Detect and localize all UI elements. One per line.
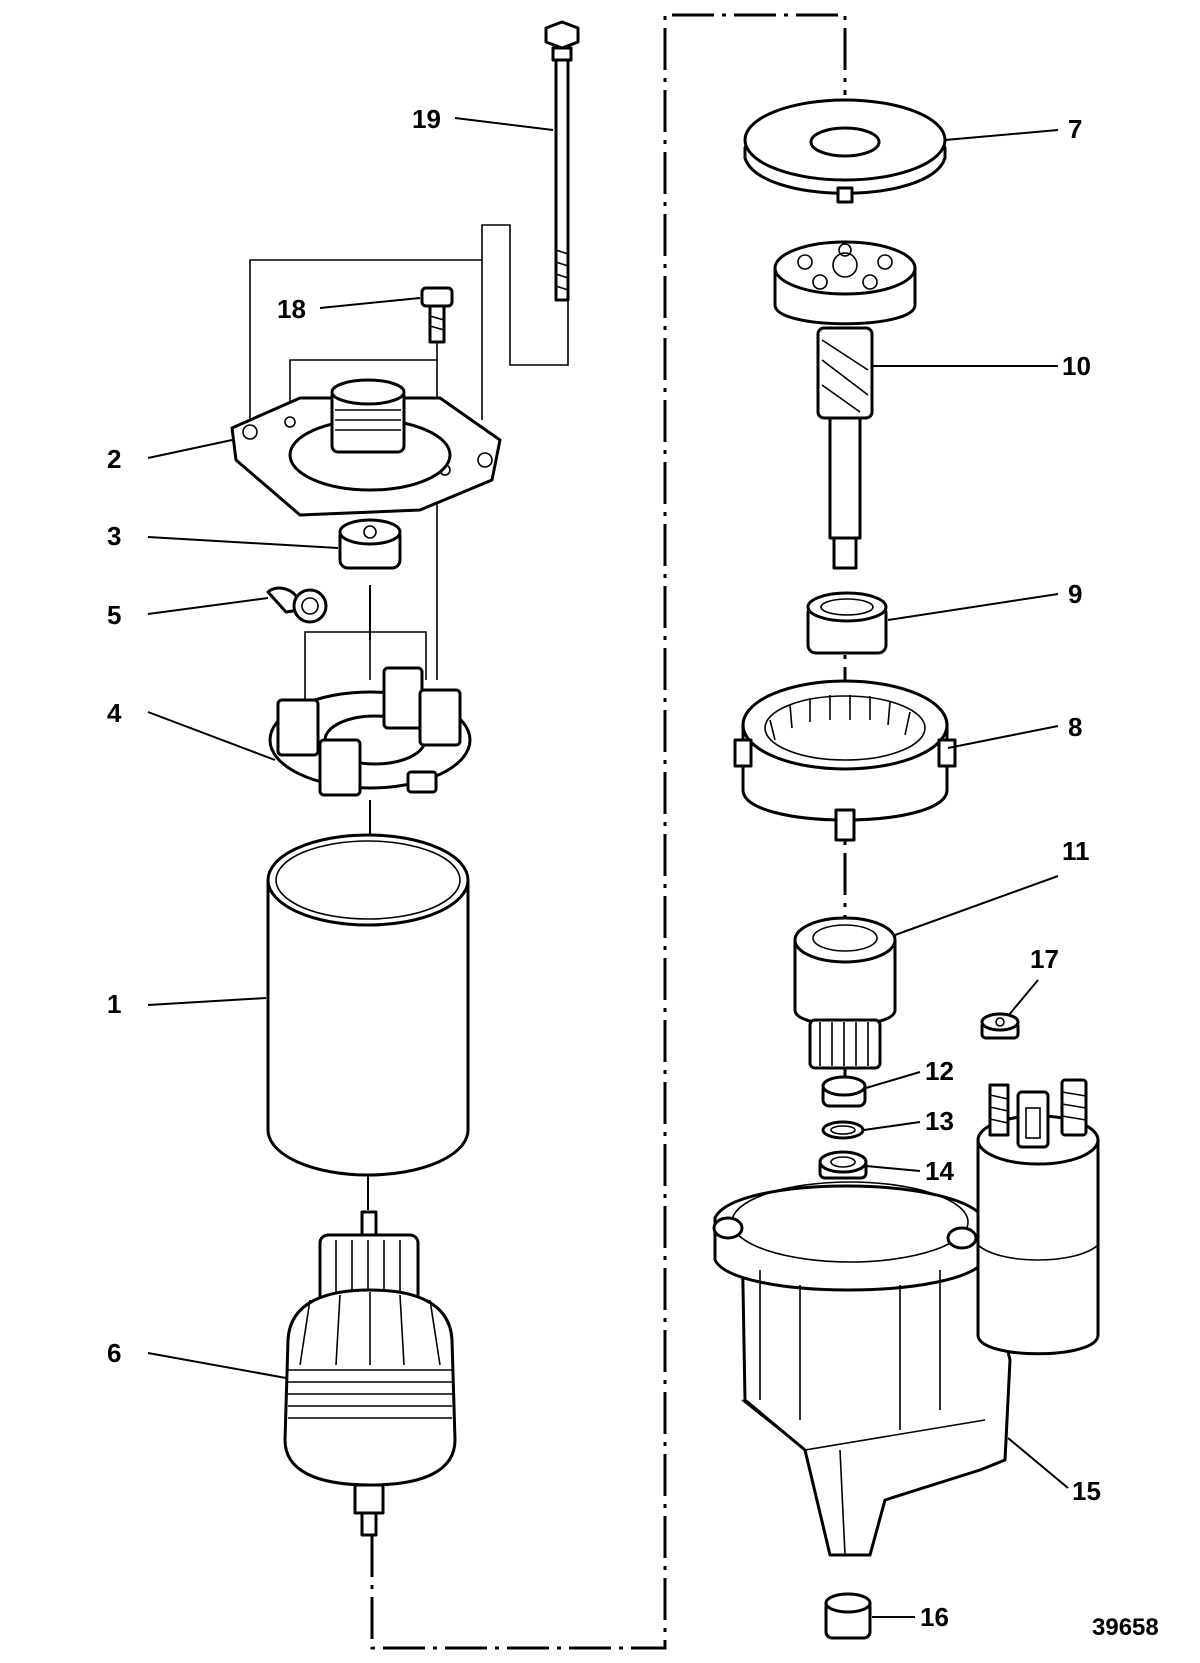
part-3-bearing [338, 518, 402, 570]
leader-18 [319, 297, 421, 309]
leader-1 [147, 997, 267, 1006]
leader-6 [147, 1352, 287, 1379]
callout-17: 17 [1030, 944, 1059, 974]
callout-2: 2 [107, 444, 121, 474]
leader-7 [944, 129, 1059, 141]
part-14-thrust-collar [818, 1150, 868, 1180]
part-1-frame-housing [266, 833, 470, 1177]
callout-1: 1 [107, 989, 121, 1019]
leader-lines [147, 117, 1069, 1618]
screw-18-routing-line [289, 342, 438, 430]
callout-15: 15 [1072, 1476, 1101, 1506]
part-6-armature [283, 1210, 457, 1537]
part-16-bushing [824, 1592, 872, 1640]
callout-10: 10 [1062, 351, 1091, 381]
leader-4 [147, 711, 276, 761]
leader-12 [865, 1071, 921, 1089]
leader-5 [147, 597, 269, 615]
callout-labels: 19 18 2 3 5 4 1 6 7 10 9 8 11 17 12 13 1… [107, 104, 1101, 1632]
part-18-screw [420, 286, 454, 344]
part-12-collar [821, 1075, 867, 1108]
part-15-drive-housing [712, 1181, 1012, 1557]
leader-13 [863, 1121, 921, 1131]
leader-8 [947, 725, 1059, 749]
callout-12: 12 [925, 1056, 954, 1086]
callout-6: 6 [107, 1338, 121, 1368]
assembly-path-line [370, 13, 847, 1650]
bolt-19-routing-line [249, 224, 569, 420]
callout-8: 8 [1068, 712, 1082, 742]
leader-2 [147, 439, 233, 459]
part-15-solenoid [976, 1078, 1100, 1356]
leader-11 [894, 875, 1059, 936]
callout-11: 11 [1062, 836, 1090, 866]
leader-15 [1007, 1437, 1069, 1489]
part-13-retaining-ring [821, 1120, 865, 1140]
callout-18: 18 [277, 294, 306, 324]
part-4-brush-holder [268, 666, 472, 797]
figure-number: 39658 [1092, 1614, 1159, 1641]
part-2-end-plate [230, 378, 502, 517]
part-5-brush-spring [266, 586, 328, 624]
part-19-through-bolt [544, 20, 580, 302]
part-17-nut [980, 1012, 1020, 1040]
callout-9: 9 [1068, 579, 1082, 609]
leader-9 [887, 593, 1059, 621]
part-9-bearing-sleeve [806, 591, 888, 655]
callout-3: 3 [107, 521, 121, 551]
part-11-drive-pinion [793, 916, 897, 1070]
callout-4: 4 [107, 698, 122, 728]
part-8-ring-gear [733, 679, 957, 842]
leader-19 [454, 117, 554, 131]
callout-14: 14 [925, 1156, 954, 1186]
callout-5: 5 [107, 600, 121, 630]
callout-13: 13 [925, 1106, 954, 1136]
leader-3 [147, 536, 339, 549]
brush-holder-routing-line [304, 631, 427, 720]
part-7-shield-cap [743, 98, 947, 204]
callout-19: 19 [412, 104, 441, 134]
callout-7: 7 [1068, 114, 1082, 144]
callout-16: 16 [920, 1602, 949, 1632]
part-10-drive-shaft [773, 240, 917, 570]
leader-14 [865, 1165, 921, 1172]
leader-17 [1007, 979, 1039, 1017]
